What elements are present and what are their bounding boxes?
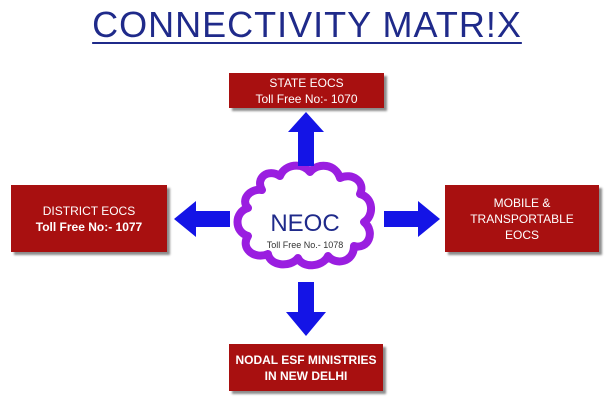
neoc-label: NEOC Toll Free No.- 1078: [240, 211, 370, 251]
mobile-eocs-line3: EOCS: [504, 227, 539, 242]
district-eocs-box: DISTRICT EOCS Toll Free No:- 1077: [11, 185, 167, 252]
arrow-down-icon: [286, 282, 326, 336]
nodal-esf-line2: IN NEW DELHI: [264, 368, 348, 383]
arrow-up-icon: [288, 112, 324, 166]
state-eocs-box: STATE EOCS Toll Free No:- 1070: [229, 73, 384, 108]
diagram-title: CONNECTIVITY MATR!X: [92, 4, 522, 45]
neoc-toll-free: Toll Free No.- 1078: [266, 240, 344, 250]
mobile-eocs-box: MOBILE & TRANSPORTABLE EOCS: [445, 185, 599, 252]
mobile-eocs-line2: TRANSPORTABLE: [470, 211, 574, 226]
district-eocs-toll-free: Toll Free No:- 1077: [35, 219, 143, 234]
nodal-esf-box: NODAL ESF MINISTRIES IN NEW DELHI: [229, 344, 383, 391]
diagram-title-wrap: CONNECTIVITY MATR!X: [0, 4, 614, 46]
district-eocs-title: DISTRICT EOCS: [42, 203, 136, 218]
nodal-esf-line1: NODAL ESF MINISTRIES: [235, 352, 377, 367]
mobile-eocs-line1: MOBILE &: [493, 195, 551, 210]
state-eocs-toll-free: Toll Free No:- 1070: [255, 91, 358, 106]
arrow-right-icon: [384, 201, 440, 237]
state-eocs-title: STATE EOCS: [269, 75, 344, 90]
neoc-name: NEOC: [270, 210, 340, 237]
arrow-left-icon: [174, 201, 230, 237]
cloud-icon: [233, 161, 375, 270]
